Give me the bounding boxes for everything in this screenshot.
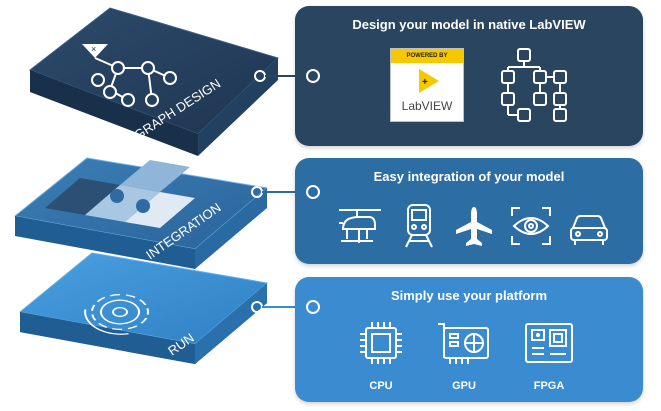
- svg-text:×: ×: [91, 44, 96, 54]
- airplane-icon: [456, 207, 492, 246]
- layer-stack: RUN INTEGRATION: [13, 7, 300, 364]
- panel-connector-ring: [306, 185, 320, 199]
- gpu-icon: [438, 323, 489, 364]
- eye-scan-icon: [511, 207, 551, 245]
- fpga-icon: [525, 323, 573, 363]
- helicopter-icon: [339, 209, 381, 243]
- labview-badge: POWERED BY: [391, 49, 463, 63]
- labview-arrow-icon: +: [419, 69, 439, 93]
- design-panel: Design your model in native LabVIEW: [295, 6, 643, 146]
- layer-run: RUN: [18, 252, 269, 364]
- labview-word: LabVIEW: [401, 99, 453, 113]
- connector-design: [254, 70, 300, 82]
- panel-connector-ring: [306, 69, 320, 83]
- flowchart-icon: [501, 48, 567, 122]
- train-icon: [405, 204, 433, 248]
- platform-panel: Simply use your platform: [295, 277, 643, 402]
- platform-label-gpu: GPU: [452, 380, 476, 392]
- platform-label-cpu: CPU: [369, 380, 393, 392]
- labview-logo: POWERED BY + LabVIEW: [390, 48, 464, 122]
- integration-panel-title: Easy integration of your model: [373, 169, 565, 184]
- panel-connector-ring: [306, 300, 320, 314]
- puzzle-icon: [45, 160, 195, 228]
- layer-graph-design: × GRAPH DESIGN: [28, 7, 279, 156]
- connector-platform: [251, 301, 300, 313]
- car-icon: [570, 215, 608, 245]
- platform-label-fpga: FPGA: [533, 380, 565, 392]
- layer-integration: INTEGRATION: [13, 157, 269, 269]
- graph-icon: ×: [82, 44, 177, 107]
- gear-icon: [84, 294, 149, 335]
- design-panel-title: Design your model in native LabVIEW: [352, 17, 586, 32]
- connector-integration: [251, 186, 300, 198]
- svg-text:+: +: [422, 77, 428, 88]
- integration-panel: Easy integration of your model: [295, 158, 643, 264]
- platform-panel-title: Simply use your platform: [390, 288, 548, 303]
- cpu-icon: [360, 322, 402, 364]
